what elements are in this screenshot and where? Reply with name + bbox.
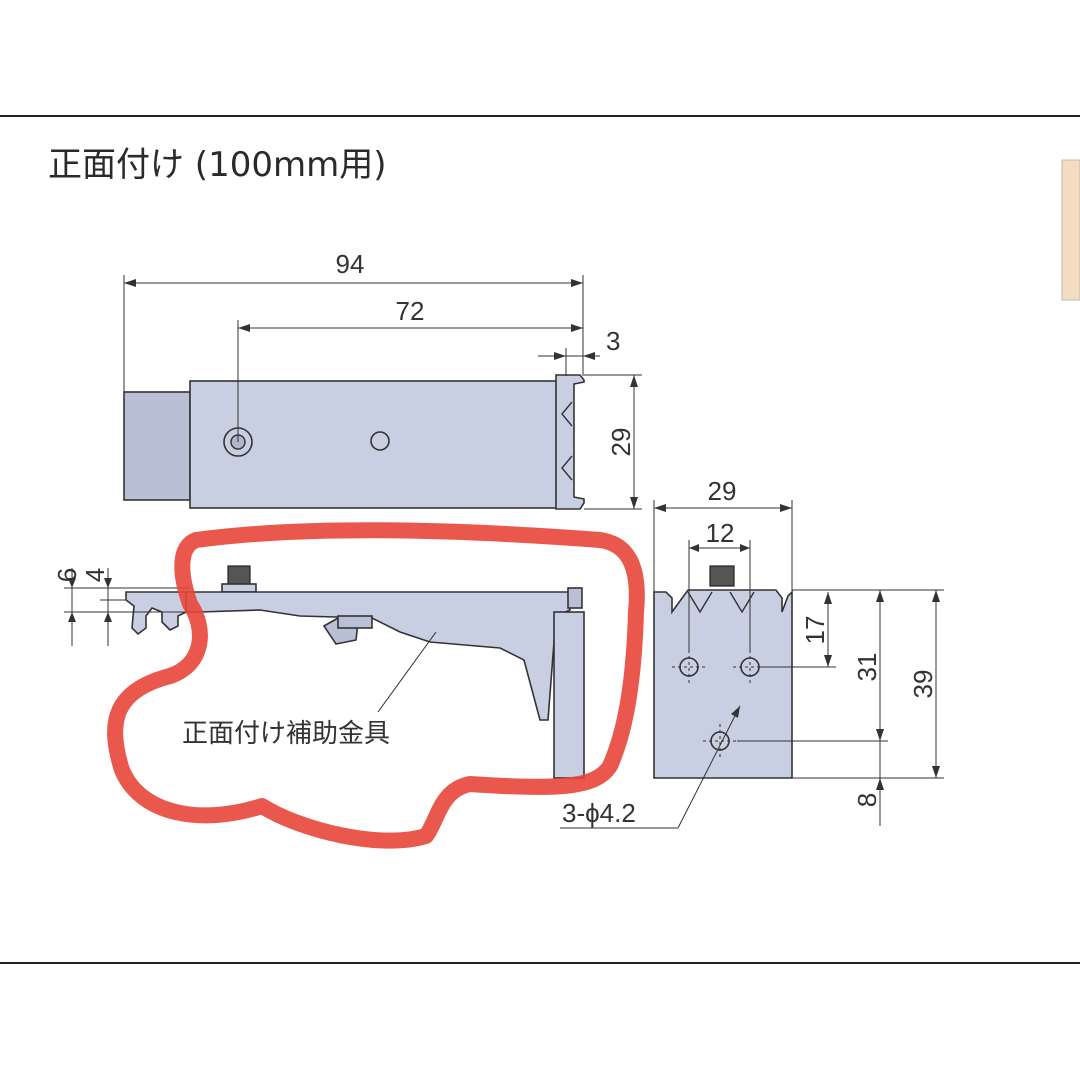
teeth-lower <box>561 455 573 481</box>
hole-label: 3-ϕ4.2 <box>562 798 636 828</box>
mount-hole-3 <box>710 731 730 751</box>
screw-hole <box>370 431 390 451</box>
diagram-title: 正面付け (100mm用) <box>48 145 386 185</box>
hole-leader <box>677 705 741 829</box>
mount-hole-2 <box>740 657 760 677</box>
dim-94: 94 <box>336 249 365 279</box>
callout-label: 正面付け補助金具 <box>182 719 390 749</box>
dim-31: 31 <box>852 653 882 682</box>
side-nut <box>709 565 735 587</box>
arm-clip <box>337 615 373 629</box>
rail-stub <box>123 391 191 501</box>
dim-72: 72 <box>396 296 425 326</box>
callout-leader <box>377 631 437 713</box>
dim-6: 6 <box>52 568 82 582</box>
dim-3: 3 <box>606 326 620 356</box>
adjacent-thumbnail-edge <box>1061 159 1080 301</box>
dim-29-side: 29 <box>708 476 737 506</box>
arrow <box>731 706 740 718</box>
highlight-outline <box>107 522 645 849</box>
bracket-end-cap <box>555 374 585 510</box>
nut-base <box>221 583 257 593</box>
teeth-upper <box>561 401 573 427</box>
arrow <box>68 578 76 622</box>
mount-hole-1 <box>679 657 699 677</box>
dim-17: 17 <box>800 616 830 645</box>
dim-8: 8 <box>852 793 882 807</box>
front-view: 正面付け補助金具 6 4 <box>52 565 585 779</box>
nut <box>227 565 251 587</box>
support-arm <box>185 591 571 721</box>
end-plate <box>553 611 585 779</box>
hook-profile <box>125 591 187 636</box>
arrow <box>104 578 112 622</box>
arrow <box>876 778 884 790</box>
arrow <box>554 352 595 360</box>
dim-12: 12 <box>706 518 735 548</box>
dim-39: 39 <box>908 670 938 699</box>
dim-29-top: 29 <box>606 428 636 457</box>
end-cap <box>567 587 583 609</box>
top-view: 94 72 3 29 <box>123 249 642 510</box>
dim-4: 4 <box>80 568 110 582</box>
side-view: 29 12 17 31 39 8 3-ϕ4.2 <box>560 476 944 829</box>
